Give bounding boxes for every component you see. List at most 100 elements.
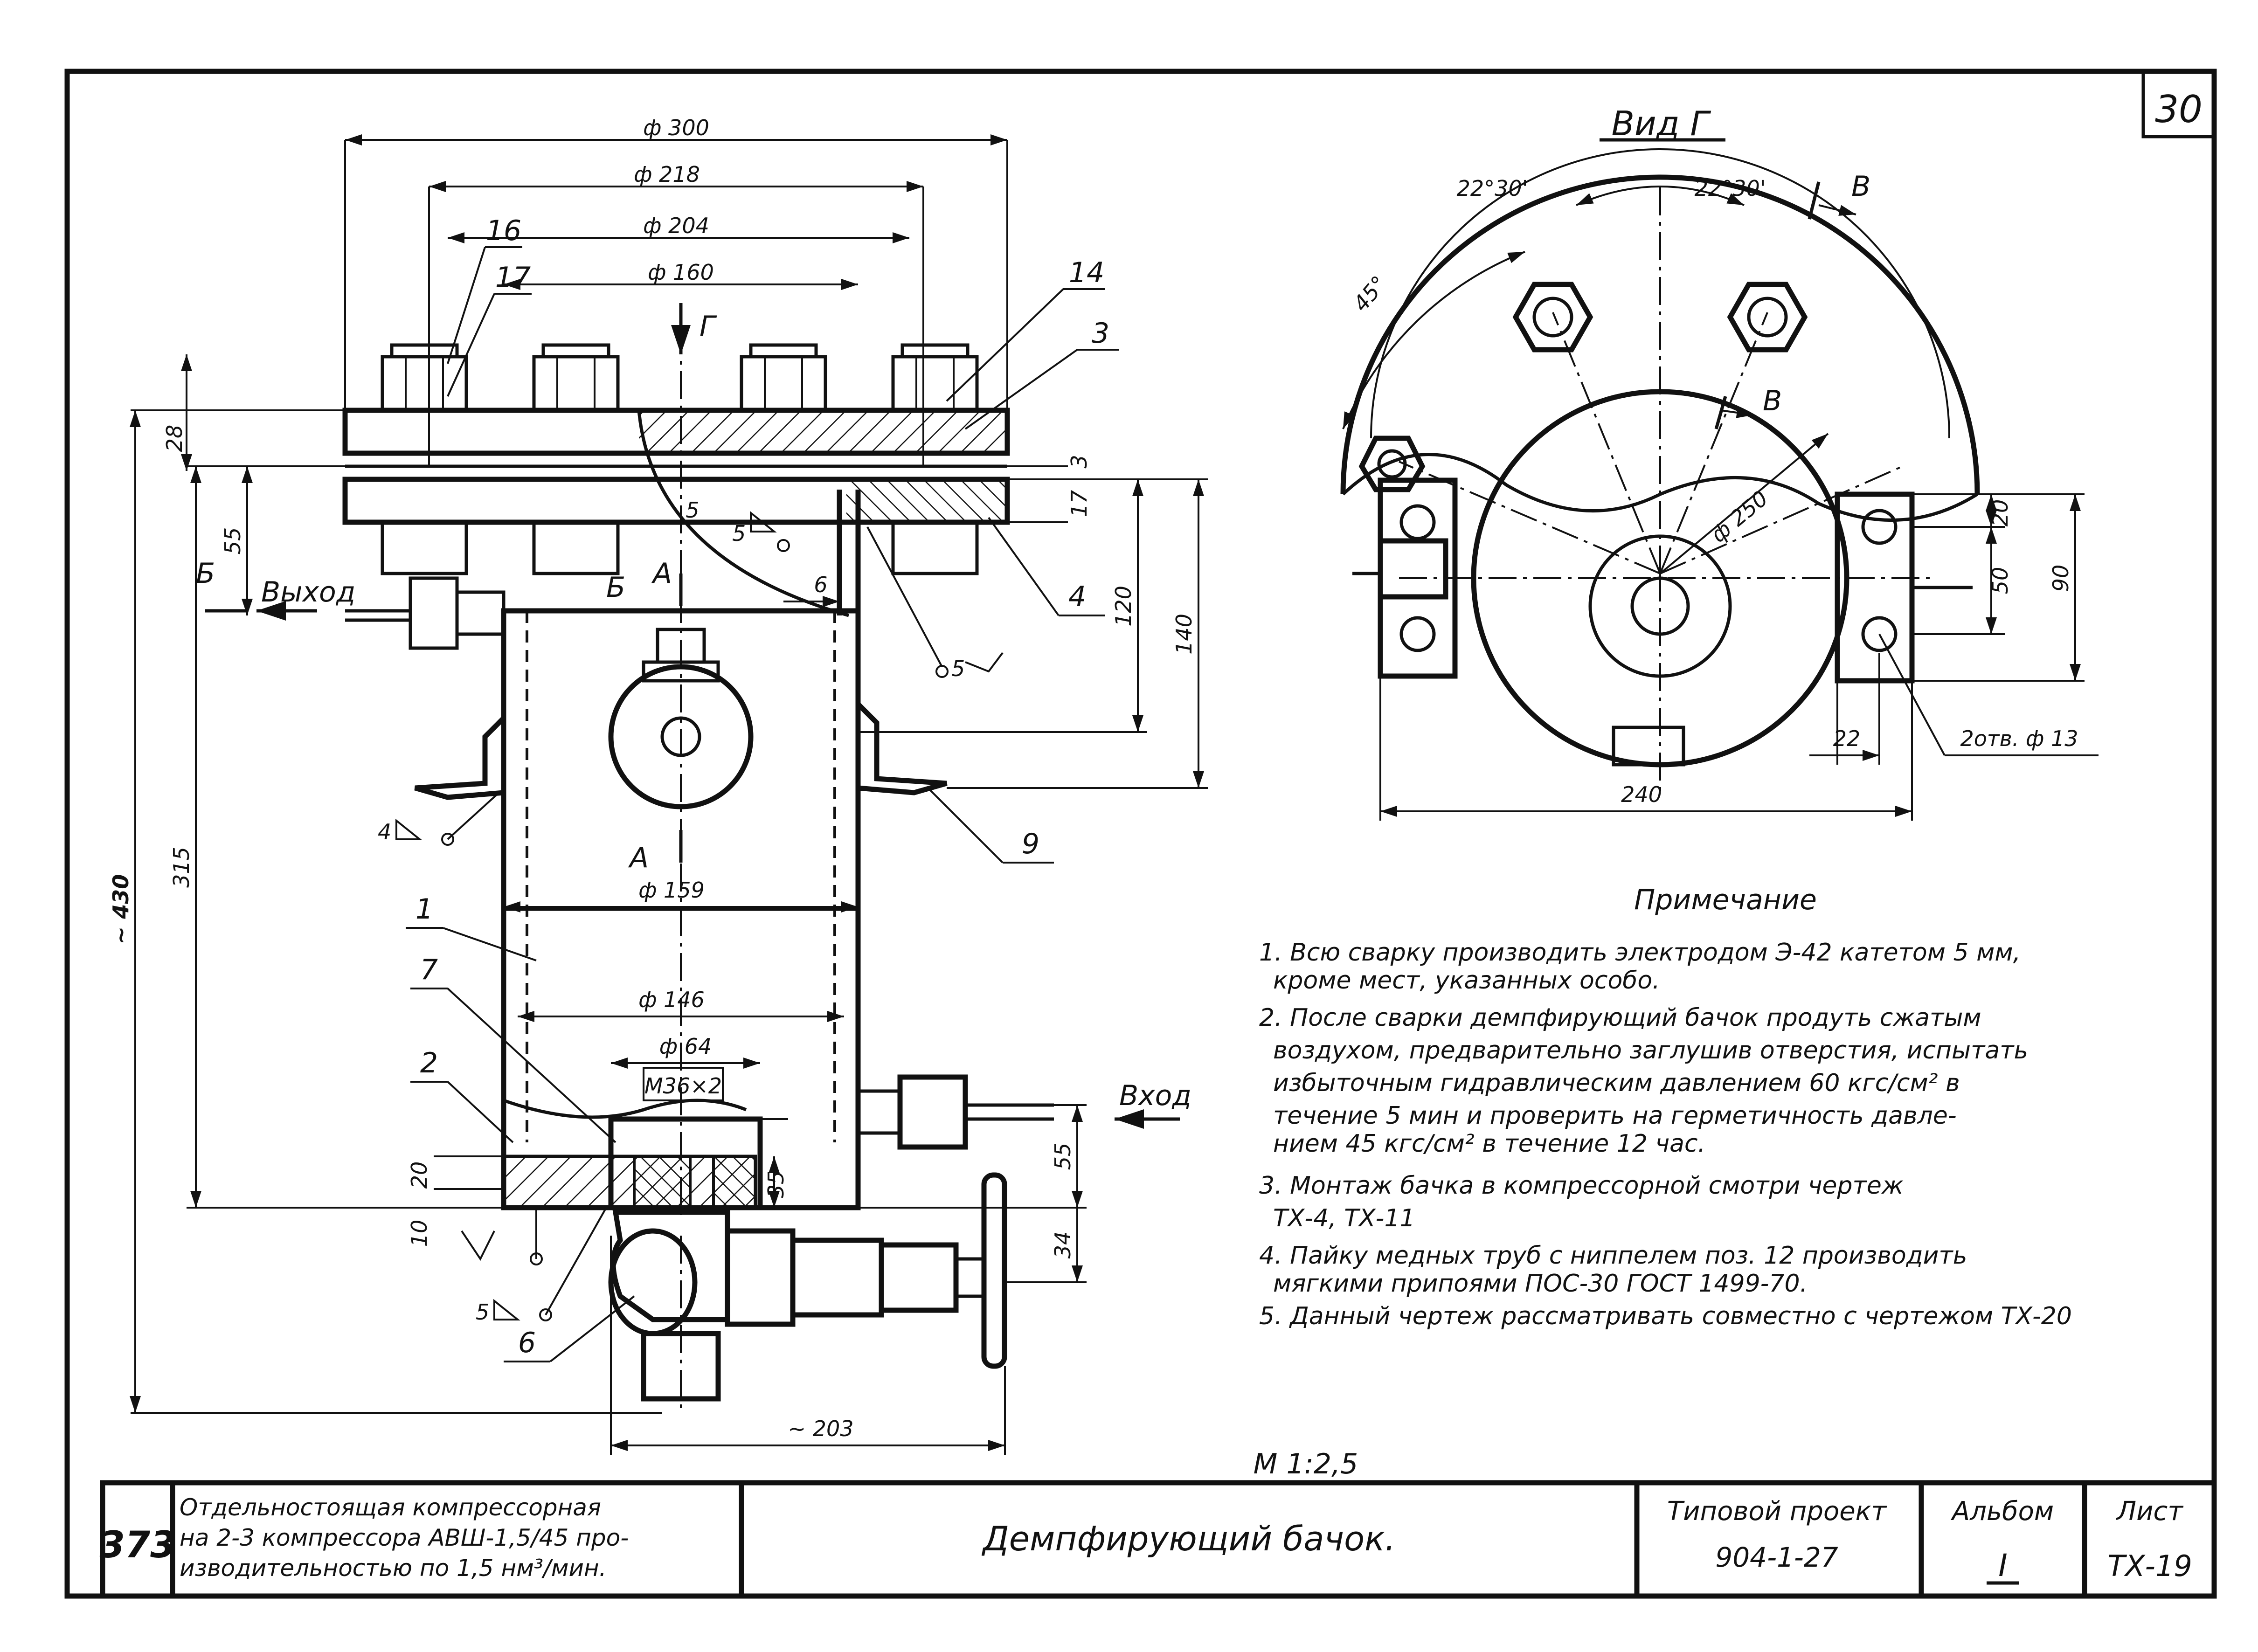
dim-h140: 140 <box>1171 614 1197 655</box>
dim-thread: М36×2 <box>644 1073 722 1099</box>
tb-album-label: Альбом <box>1951 1496 2054 1527</box>
flow-labels: Выход Вход <box>256 576 1191 1129</box>
dim-h35: 35 <box>763 1171 789 1198</box>
bolt-1 <box>381 343 468 575</box>
section-mark-b-right: Б <box>606 571 625 604</box>
dim-d300: ф 300 <box>643 115 709 140</box>
section-mark-a-top: А <box>651 557 672 590</box>
callout-9: 9 <box>1022 828 1039 860</box>
tb-typical-project-label: Типовой проект <box>1667 1496 1887 1527</box>
support-bracket-right <box>856 702 948 795</box>
outlet-fitting <box>345 576 506 650</box>
section-mark-g: Г <box>700 310 717 343</box>
dim-side-h20: 20 <box>1988 499 2013 527</box>
angle-left: 22°30' <box>1457 176 1528 201</box>
title-block: 373 Отдельностоящая компрессорная на 2-3… <box>100 1480 2217 1599</box>
weld-mark-3: 4 <box>378 819 391 844</box>
dim-gap5: 5 <box>686 498 699 523</box>
note-line-1: 1. Всю сварку производить электродом Э-4… <box>1259 939 2021 967</box>
height-dims: 28 55 315 ~ 430 20 10 <box>108 354 662 1414</box>
callout-2: 2 <box>420 1047 438 1079</box>
side-view: Вид Г <box>1340 104 2099 821</box>
outlet-label: Выход <box>261 576 355 608</box>
dim-side-h50: 50 <box>1988 567 2013 594</box>
tb-sheet-label: Лист <box>2116 1496 2183 1527</box>
dim-h28: 28 <box>162 425 187 452</box>
note-line-12: 5. Данный чертеж рассматривать совместно… <box>1259 1302 2072 1330</box>
note-line-3: 2. После сварки демпфирующий бачок проду… <box>1259 1004 1981 1032</box>
dim-d159: ф 159 <box>638 878 705 903</box>
weld-marks: 5 5 4 5 <box>378 511 1004 1325</box>
weld-mark-4: 5 <box>476 1299 489 1325</box>
right-dims: 3 17 120 140 35 55 34 ~ 203 5 6 <box>610 455 1208 1455</box>
diameter-dims: ф 300 ф 218 ф 204 ф 160 ф 159 ф 146 ф 64… <box>344 115 1008 1101</box>
dim-side-h90: 90 <box>2048 565 2073 592</box>
note-line-2: кроме мест, указанных особо. <box>1273 967 1660 995</box>
callout-7: 7 <box>420 954 438 986</box>
note-line-5: избыточным гидравлическим давлением 60 к… <box>1273 1069 1960 1097</box>
section-mark-b-left: Б <box>196 557 215 590</box>
dim-d160: ф 160 <box>648 260 714 285</box>
dim-h55: 55 <box>220 527 245 555</box>
main-view: ф 300 ф 218 ф 204 ф 160 ф 159 ф 146 ф 64… <box>108 115 1208 1455</box>
weld-mark-2: 5 <box>951 656 965 681</box>
dim-h430: ~ 430 <box>108 874 133 945</box>
dim-h3: 3 <box>1067 455 1092 468</box>
support-bracket-left <box>414 716 506 800</box>
dim-d250: ф 250 <box>1706 485 1773 547</box>
sheet-number: 30 <box>2155 88 2203 131</box>
callout-3: 3 <box>1092 317 1109 350</box>
section-b1: В <box>1851 170 1870 203</box>
note-line-4: воздухом, предварительно заглушив отверс… <box>1273 1037 2028 1064</box>
section-b2: В <box>1763 385 1782 417</box>
inlet-label: Вход <box>1119 1079 1191 1112</box>
callout-1: 1 <box>416 893 433 926</box>
tb-project-line-2: на 2-3 компрессора АВШ-1,5/45 про- <box>180 1524 629 1551</box>
dim-side-w22: 22 <box>1833 726 1861 751</box>
notes: Примечание 1. Всю сварку производить эле… <box>1259 884 2072 1330</box>
section-marks: Г А А Б Б <box>196 303 717 874</box>
angle-45: 45° <box>1348 271 1392 316</box>
dim-h34: 34 <box>1050 1231 1075 1259</box>
dim-side-w240: 240 <box>1621 782 1662 807</box>
dim-d218: ф 218 <box>634 162 700 187</box>
holes-label: 2отв. ф 13 <box>1960 726 2078 751</box>
dim-d204: ф 204 <box>643 213 709 238</box>
view-title: Вид Г <box>1612 104 1711 143</box>
tb-code: 373 <box>100 1524 176 1566</box>
notes-title: Примечание <box>1634 884 1817 916</box>
tb-project-line-3: изводительностью по 1,5 нм³/мин. <box>180 1555 607 1582</box>
callouts: 16 17 14 3 4 9 1 7 2 <box>406 214 1119 1362</box>
dim-h20: 20 <box>407 1161 432 1189</box>
tb-sheet-value: ТХ-19 <box>2107 1549 2192 1583</box>
callout-17: 17 <box>495 261 531 294</box>
dim-d64: ф 64 <box>659 1034 712 1059</box>
note-line-6: течение 5 мин и проверить на герметичнос… <box>1273 1102 1957 1130</box>
tb-typical-project-number: 904-1-27 <box>1715 1541 1838 1573</box>
handwheel <box>981 1172 1007 1369</box>
note-line-10: 4. Пайку медных труб с ниппелем поз. 12 … <box>1259 1242 1967 1270</box>
tb-drawing-title: Демпфирующий бачок. <box>982 1519 1396 1558</box>
dim-gap6: 6 <box>814 572 827 597</box>
callout-4: 4 <box>1068 581 1086 613</box>
note-line-8: 3. Монтаж бачка в компрессорной смотри ч… <box>1259 1172 1904 1200</box>
dim-h55b: 55 <box>1050 1143 1075 1170</box>
bolts <box>381 343 979 575</box>
weld-mark-1: 5 <box>732 521 746 546</box>
note-line-11: мягкими припоями ПОС-30 ГОСТ 1499-70. <box>1273 1270 1808 1298</box>
bolt-3 <box>740 343 827 412</box>
tb-album-value: I <box>1998 1548 2007 1583</box>
scale-label: М 1:2,5 <box>1254 1448 1358 1480</box>
bolt-4 <box>891 343 979 575</box>
bolt-2 <box>532 343 620 575</box>
callout-16: 16 <box>486 214 521 247</box>
dim-h17: 17 <box>1067 490 1092 518</box>
tb-project-line-1: Отдельностоящая компрессорная <box>180 1494 601 1521</box>
note-line-9: ТХ-4, ТХ-11 <box>1273 1204 1415 1232</box>
dim-w203: ~ 203 <box>788 1416 854 1441</box>
dim-h315: 315 <box>169 847 194 888</box>
angle-right: 22°30' <box>1695 176 1766 201</box>
dim-h120: 120 <box>1111 586 1136 627</box>
dim-h10: 10 <box>407 1220 432 1247</box>
section-mark-a-bottom: А <box>628 842 649 874</box>
